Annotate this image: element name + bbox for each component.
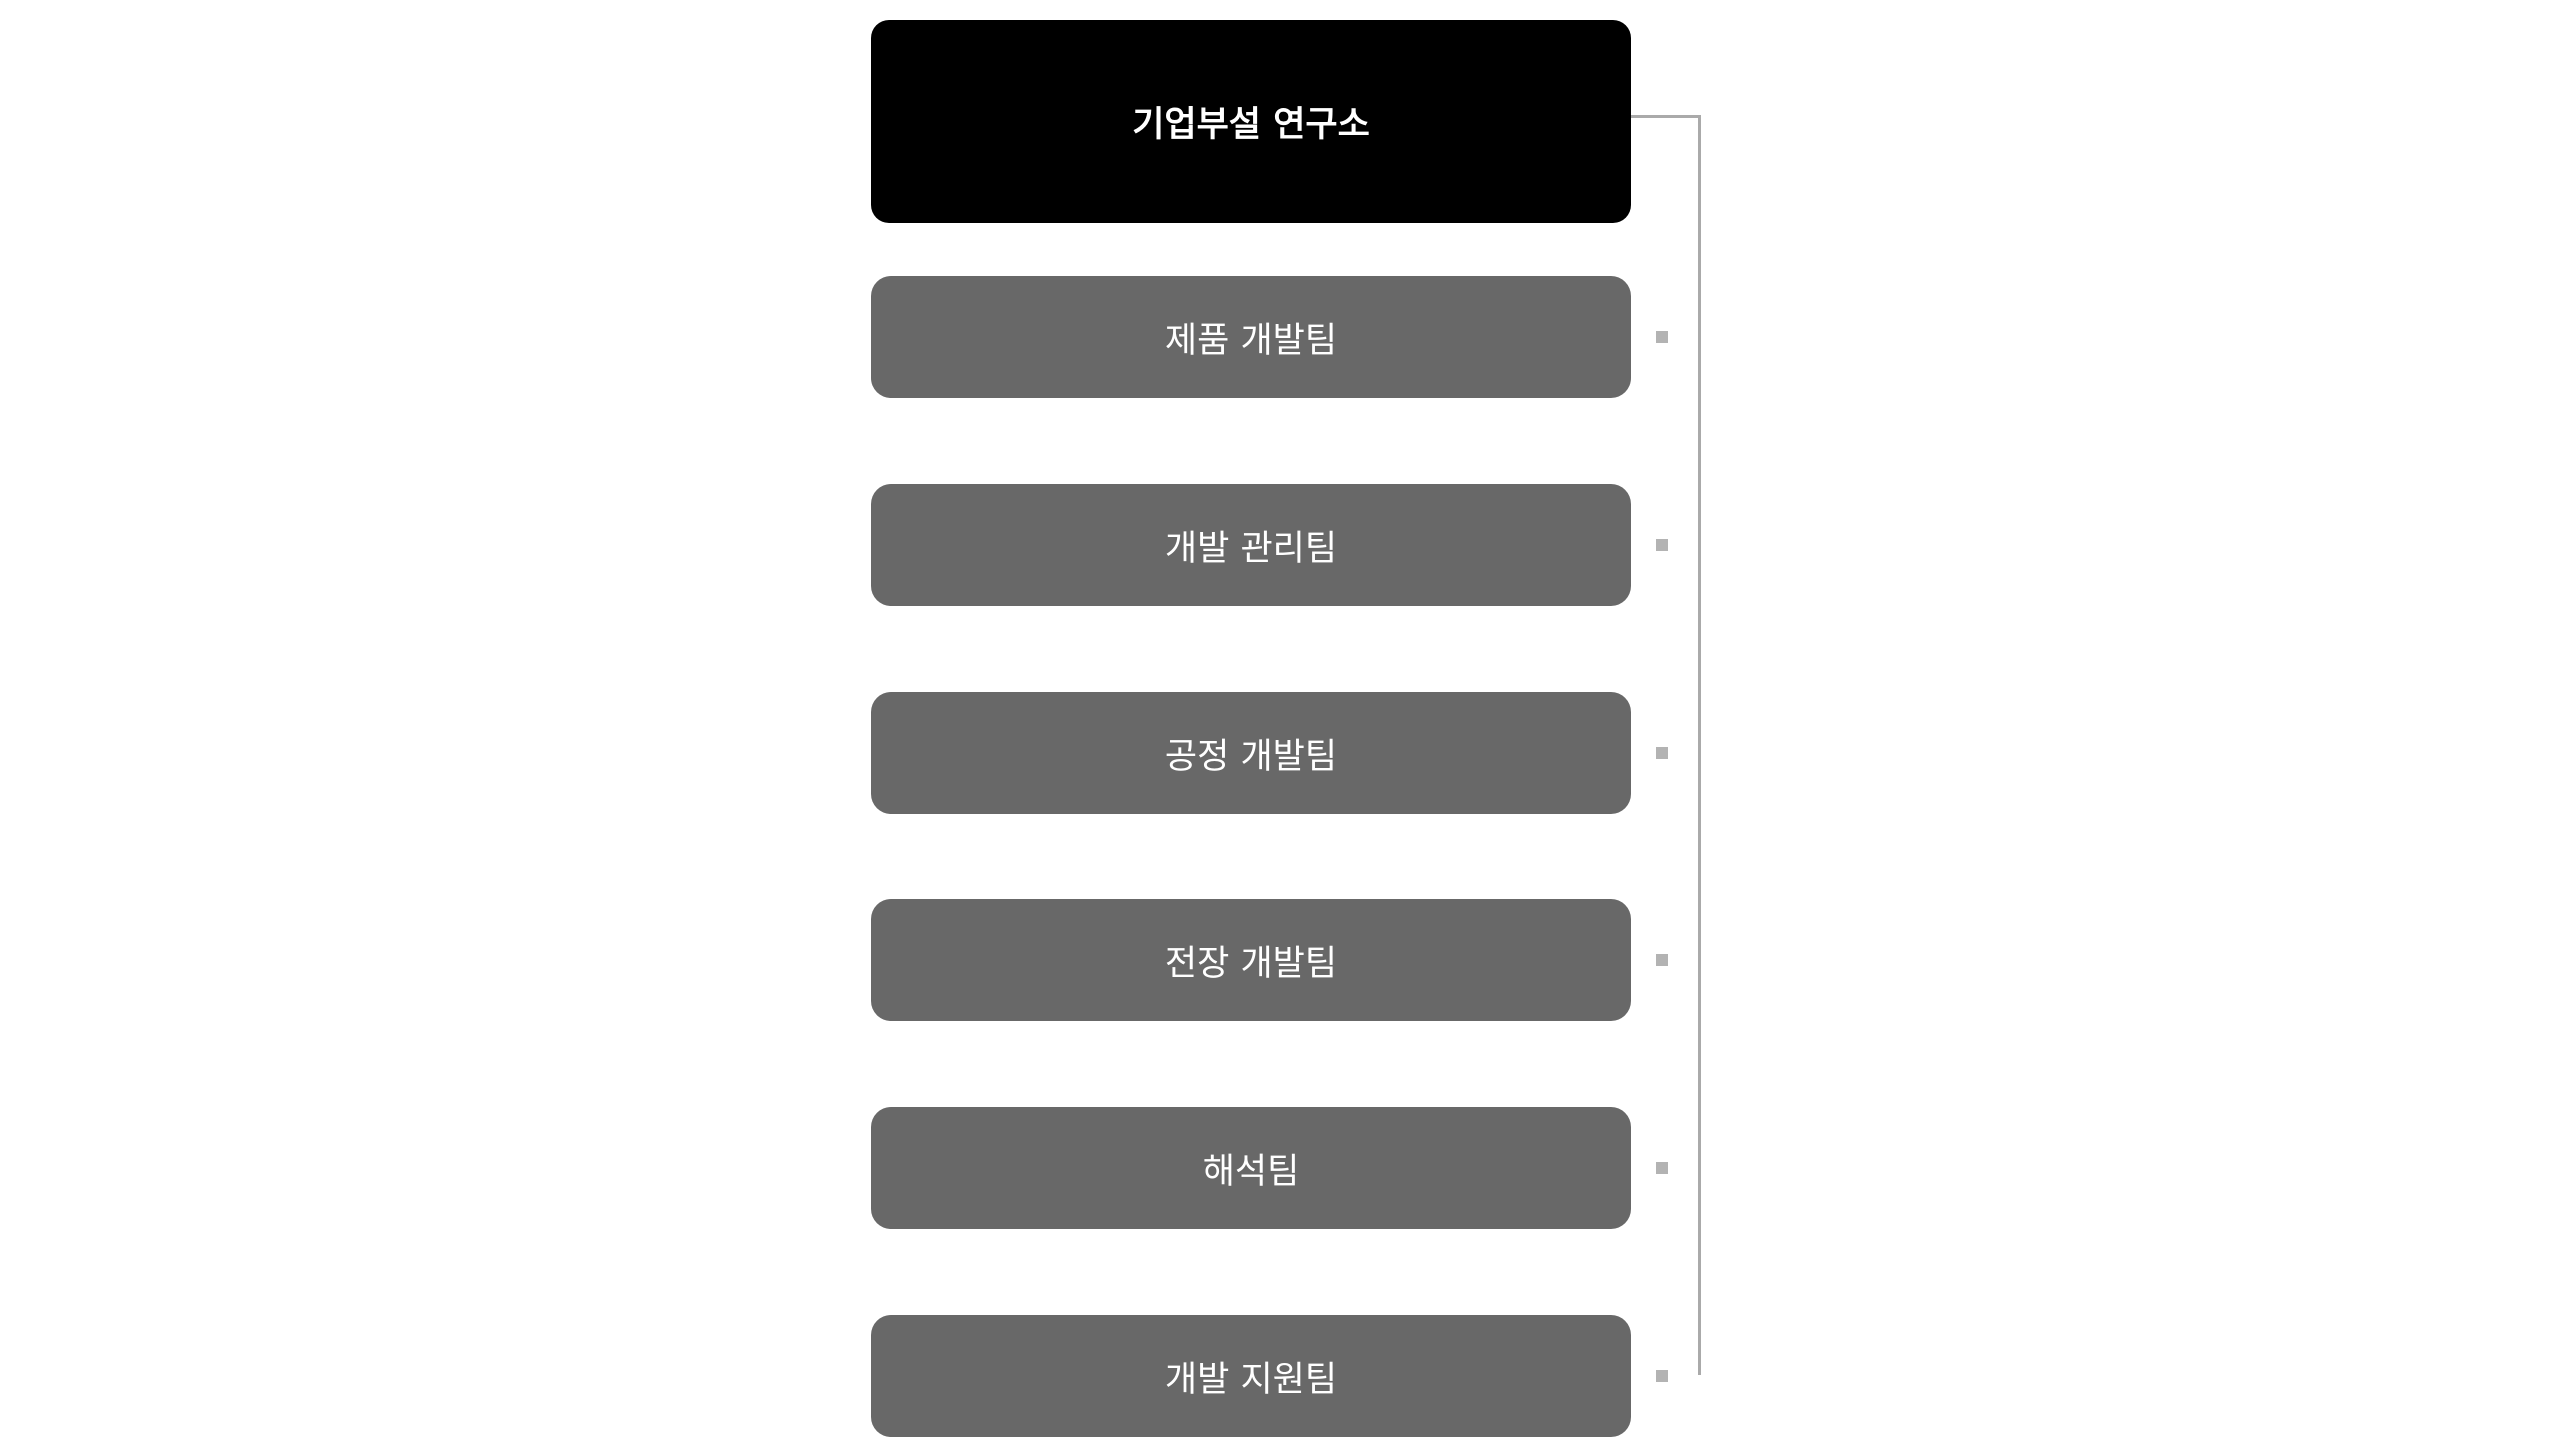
team-node: 개발 지원팀 [871,1315,1631,1437]
team-node: 개발 관리팀 [871,484,1631,606]
connector-square-icon [1656,539,1668,551]
team-node: 제품 개발팀 [871,276,1631,398]
connector-square-icon [1656,747,1668,759]
team-node: 전장 개발팀 [871,899,1631,1021]
team-node: 해석팀 [871,1107,1631,1229]
team-label: 제품 개발팀 [1164,320,1338,361]
connector-square-icon [1656,954,1668,966]
team-label: 개발 관리팀 [1164,528,1338,569]
connector-horizontal [1631,115,1701,118]
root-label: 기업부설 연구소 [1132,105,1370,145]
connector-vertical [1698,115,1701,1375]
team-node: 공정 개발팀 [871,692,1631,814]
team-label: 해석팀 [1202,1151,1300,1192]
connector-square-icon [1656,331,1668,343]
connector-square-icon [1656,1162,1668,1174]
team-label: 개발 지원팀 [1164,1359,1338,1400]
team-label: 전장 개발팀 [1164,943,1338,984]
team-label: 공정 개발팀 [1164,736,1338,777]
connector-square-icon [1656,1370,1668,1382]
root-node-research-institute: 기업부설 연구소 [871,20,1631,223]
